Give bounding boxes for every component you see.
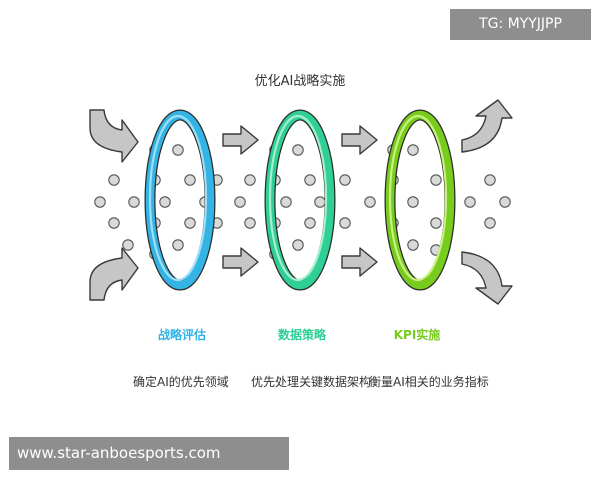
stage-desc-strategy-assessment: 确定AI的优先领域 [133, 375, 229, 389]
watermark-bottom: www.star-anboesports.com [9, 437, 289, 470]
curved-arrow-in-top-icon [89, 109, 139, 163]
stage-desc-kpi-implementation: 衡量AI相关的业务指标 [369, 375, 489, 389]
stage-desc-data-strategy: 优先处理关键数据架构 [251, 375, 372, 389]
particle-dot [159, 196, 171, 208]
particle-dot [339, 217, 351, 229]
arrow-right-icon [222, 247, 259, 277]
particle-dot [128, 196, 140, 208]
particle-dot [184, 174, 196, 186]
particle-dot [280, 196, 292, 208]
stage-label-kpi-implementation: KPI实施 [393, 328, 441, 342]
particle-dot [292, 239, 304, 251]
filter-rings [144, 109, 456, 291]
curved-arrow-in-bottom-icon [89, 247, 139, 301]
particle-dot [407, 239, 419, 251]
particle-dot [484, 174, 496, 186]
particle-dot [184, 217, 196, 229]
curved-arrow-out-bottom-icon [461, 251, 513, 305]
particle-dot [292, 144, 304, 156]
diagram-title: 优化AI战略实施 [254, 74, 346, 89]
particle-dot [122, 239, 134, 251]
particle-dot [484, 217, 496, 229]
flow-arrows [89, 99, 513, 305]
ring-data-strategy-highlight [268, 114, 328, 282]
watermark-top: TG: MYYJJPP [450, 9, 591, 40]
particle-dot [304, 217, 316, 229]
particle-dot [234, 196, 246, 208]
particle-dot [499, 196, 511, 208]
particle-dot [244, 174, 256, 186]
particle-dot [430, 174, 442, 186]
arrow-right-icon [222, 125, 259, 155]
particle-dot [464, 196, 476, 208]
particle-dot [407, 196, 419, 208]
particle-dot [94, 196, 106, 208]
particle-dot [304, 174, 316, 186]
particle-dot [430, 217, 442, 229]
particle-dot [108, 217, 120, 229]
curved-arrow-out-top-icon [461, 99, 513, 153]
arrow-right-icon [341, 247, 378, 277]
ring-strategy-assessment-highlight [148, 114, 208, 282]
particle-dot [364, 196, 376, 208]
ring-kpi-implementation-highlight [388, 114, 448, 282]
particle-dot [172, 144, 184, 156]
particle-dot [108, 174, 120, 186]
stage-label-strategy-assessment: 战略评估 [157, 328, 206, 342]
particle-dot [339, 174, 351, 186]
particle-dot [407, 144, 419, 156]
particle-dot [314, 196, 326, 208]
particle-dot [244, 217, 256, 229]
stage-label-data-strategy: 数据策略 [277, 328, 326, 342]
arrow-right-icon [341, 125, 378, 155]
particle-dot [172, 239, 184, 251]
